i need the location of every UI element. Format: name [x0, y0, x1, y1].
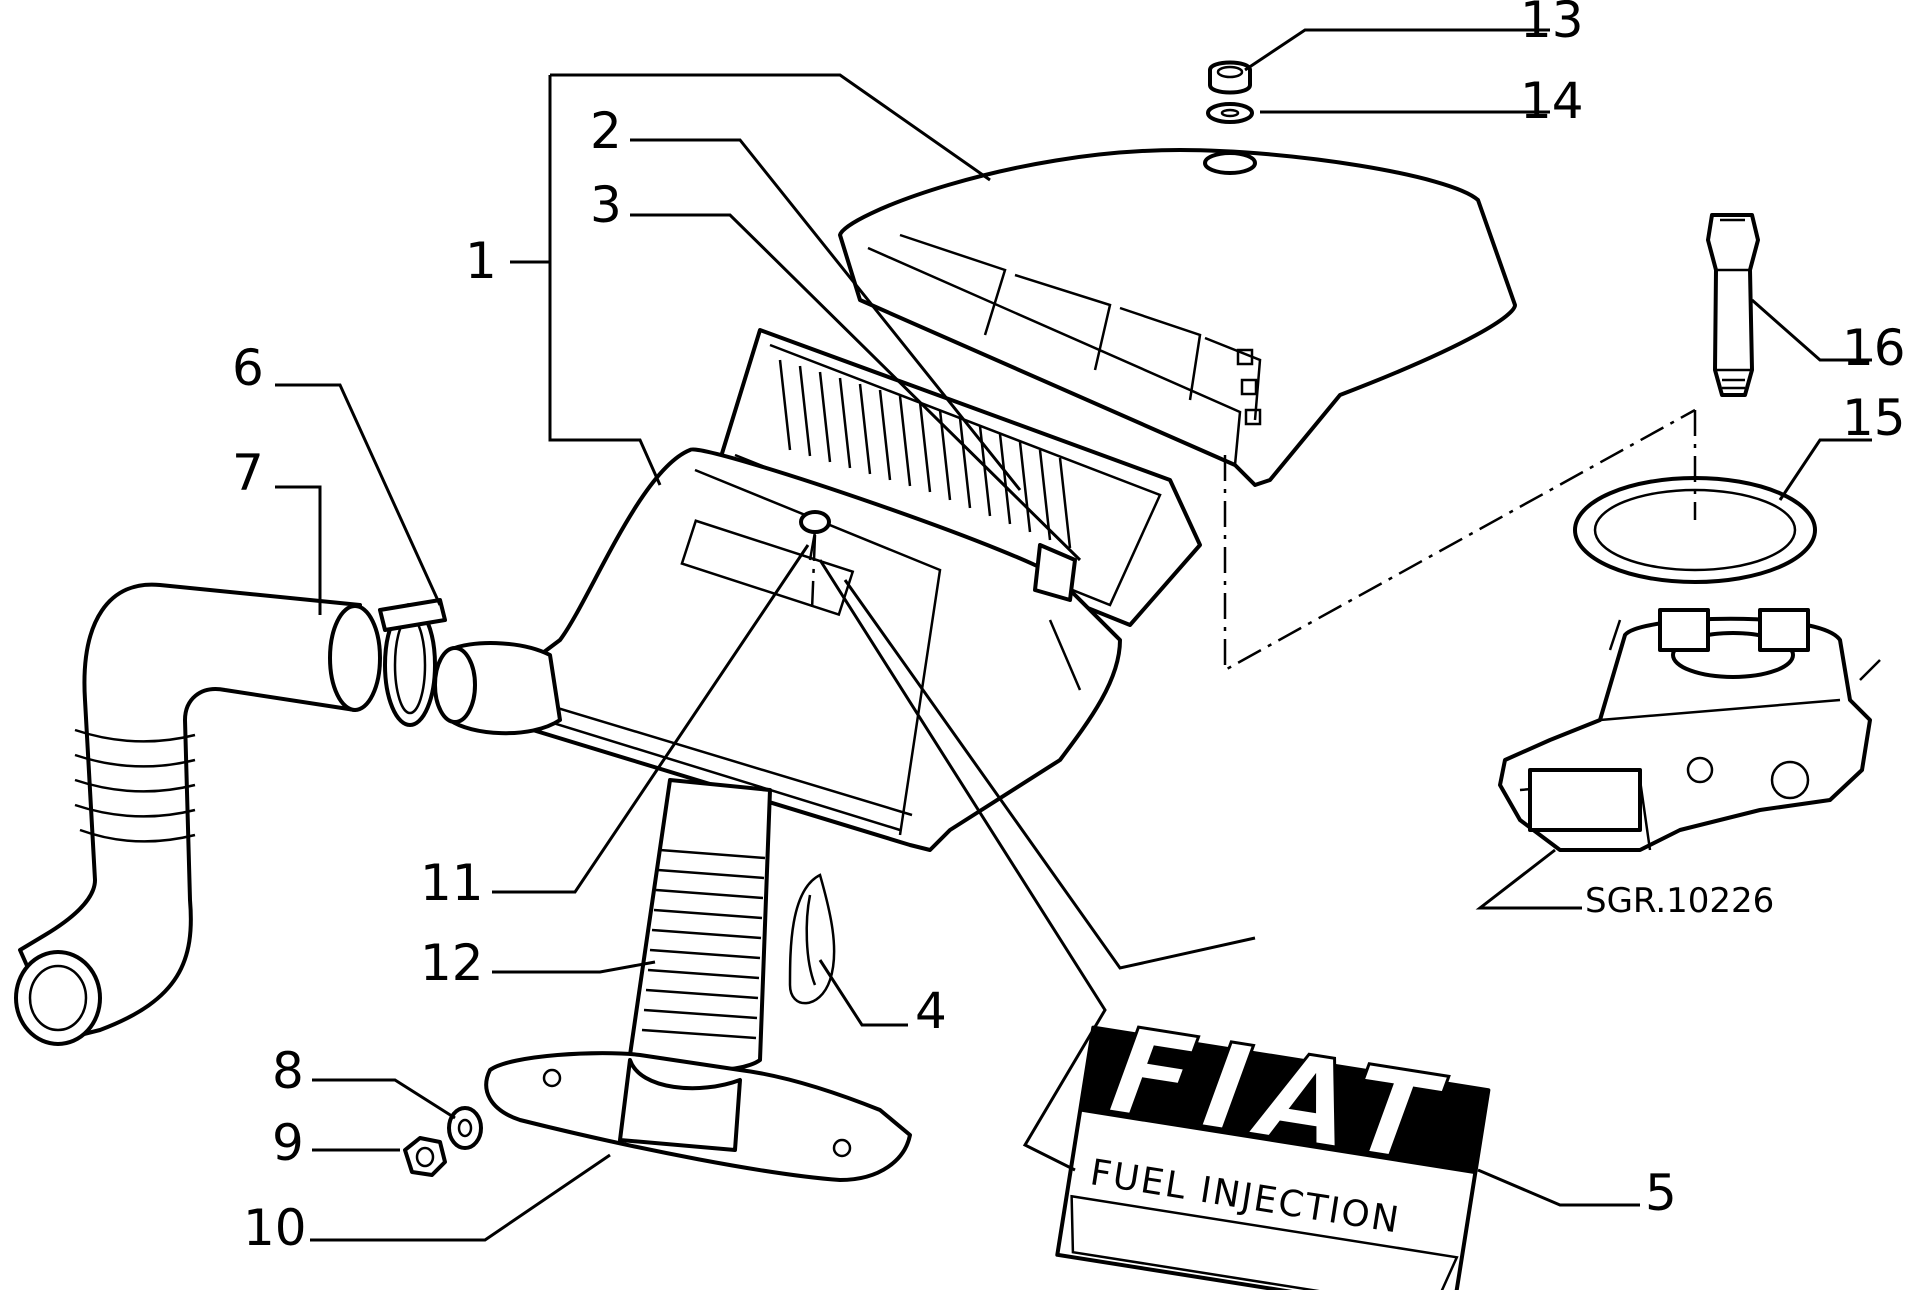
callout-11: 11 [420, 854, 484, 912]
corrugated-pipe [628, 778, 772, 1073]
callout-16: 16 [1842, 319, 1906, 377]
stud-bolt [1706, 213, 1760, 397]
callout-8: 8 [272, 1042, 304, 1100]
air-filter-housing [486, 447, 1122, 852]
callout-12: 12 [420, 934, 484, 992]
reference-code: SGR.10226 [1585, 881, 1774, 921]
hex-nut [403, 1136, 447, 1177]
callout-labels: 1 2 3 4 5 6 7 8 9 10 11 12 13 14 15 16 S… [232, 0, 1906, 1257]
callout-9: 9 [272, 1114, 304, 1172]
callout-2: 2 [590, 102, 622, 160]
retaining-clip [788, 873, 836, 1005]
callout-13: 13 [1520, 0, 1584, 49]
callout-5: 5 [1645, 1164, 1677, 1222]
washer [447, 1106, 483, 1150]
callout-14: 14 [1520, 72, 1584, 130]
mounting-bracket [484, 1051, 912, 1182]
top-washer [1206, 102, 1254, 124]
callout-1: 1 [465, 232, 497, 290]
callout-7: 7 [232, 444, 264, 502]
callout-3: 3 [590, 176, 622, 234]
callout-10: 10 [243, 1199, 307, 1257]
hose-clamp [378, 598, 447, 727]
leader-lines [275, 28, 1872, 1242]
callout-15: 15 [1842, 389, 1906, 447]
callout-6: 6 [232, 339, 264, 397]
callout-4: 4 [915, 982, 947, 1040]
air-filter-cover [838, 148, 1517, 487]
throttle-body-unit [1498, 608, 1881, 852]
intake-duct [433, 641, 562, 736]
fiat-decal: FIAT FUEL INJECTION [1055, 1000, 1491, 1290]
top-nut [1208, 60, 1252, 95]
air-hose [14, 582, 382, 1046]
assembly-lines [810, 408, 1697, 673]
